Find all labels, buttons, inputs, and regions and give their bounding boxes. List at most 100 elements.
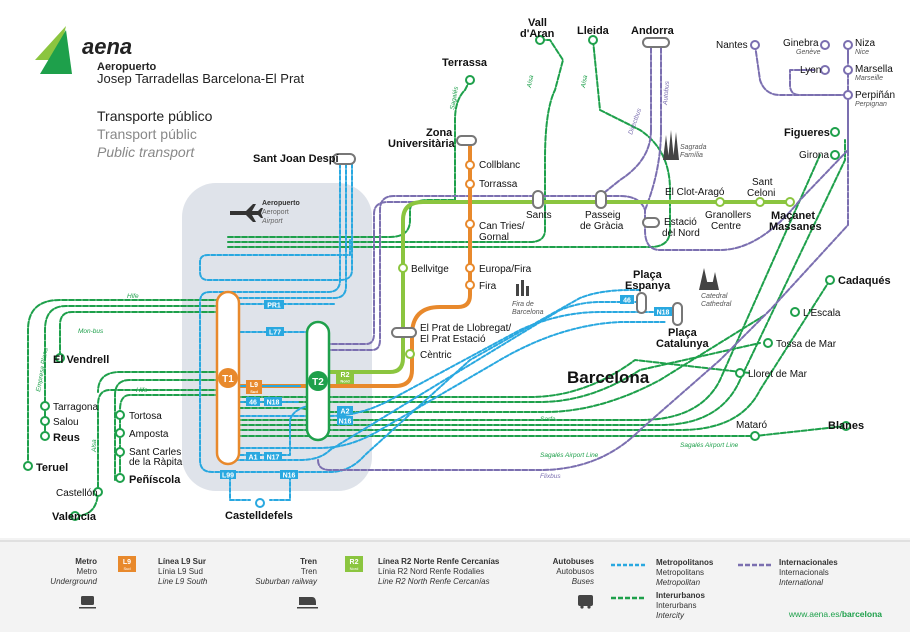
title-es: Transporte público	[97, 108, 213, 124]
station-castellon: Castellón	[56, 488, 98, 499]
station-bellvitge: Bellvitge	[411, 264, 449, 275]
legend-bus-en: Buses	[572, 577, 594, 586]
station-estacio-nord-2: del Nord	[662, 228, 700, 239]
badge-a1: A1	[246, 452, 260, 462]
station-fira-barcelona-2: Barcelona	[512, 309, 544, 316]
station-sants: Sants	[526, 210, 552, 221]
station-passeig-gracia-2: de Gràcia	[580, 221, 624, 232]
svg-text:46: 46	[623, 298, 631, 305]
route-sarfa: Sarfa	[540, 416, 556, 423]
station-sant-joan-despi: Sant Joan Despí	[253, 153, 340, 165]
legend-r2-ca: Línia R2 Nord Renfe Rodalies	[378, 567, 484, 576]
badge-a2: A2	[337, 406, 353, 416]
website-link[interactable]: www.aena.es/barcelona	[788, 609, 882, 619]
station-lleida: Lleida	[577, 25, 610, 37]
station-marseille: Marseille	[855, 75, 883, 82]
city-label: Barcelona	[567, 368, 650, 387]
station-mataro: Mataró	[736, 420, 768, 431]
legend: Metro Metro Underground L9 Sud Línea L9 …	[0, 538, 910, 632]
station-catedral-1: Catedral	[701, 293, 728, 300]
station-ginebra: Ginebra	[783, 38, 819, 49]
route-alsa-1: Alsa	[526, 74, 535, 89]
aena-logo	[35, 26, 72, 74]
station-castelldefels: Castelldefels	[225, 510, 293, 522]
legend-l9-ca: Línia L9 Sud	[158, 567, 203, 576]
station-fira: Fira	[479, 281, 497, 292]
legend-internacionales-en: International	[779, 578, 823, 587]
station-macanet-2: Massanes	[769, 221, 822, 233]
route-alsa-3: Alsa	[91, 439, 98, 453]
train-icon	[297, 597, 318, 609]
website-prefix: www.aena.es/	[788, 609, 843, 619]
legend-metropolitanos-en: Metropolitan	[656, 578, 701, 587]
legend-l9-badge-sub: Sud	[123, 566, 130, 571]
station-nice: Nice	[855, 49, 869, 56]
svg-text:A2: A2	[341, 409, 350, 416]
intercity-south-lines	[27, 299, 229, 517]
interchange-estacio-nord	[642, 217, 660, 228]
legend-metro-en: Underground	[50, 577, 97, 586]
station-cadaques: Cadaqués	[838, 275, 891, 287]
legend-l9-badge-text: L9	[123, 559, 131, 566]
route-sagales-1: Sagalés	[449, 85, 460, 110]
airport-line1: Aeropuerto	[97, 61, 157, 73]
route-sagales-airport-2: Sagalés Airport Line	[680, 442, 739, 449]
station-macanet-1: Maçanet	[771, 210, 815, 222]
svg-text:Nord: Nord	[340, 379, 350, 384]
station-catedral-2: Cathedral	[701, 301, 732, 308]
route-monbus: Mon-bus	[78, 328, 104, 335]
badge-n16b: N16	[280, 470, 298, 480]
station-dots	[23, 35, 853, 521]
station-el-prat-2: El Prat Estació	[420, 334, 486, 345]
station-terrassa: Terrassa	[442, 57, 488, 69]
route-hife-1: Hife	[127, 293, 139, 300]
legend-r2-es: Línea R2 Norte Renfe Cercanías	[378, 557, 500, 566]
legend-metro-ca: Metro	[77, 567, 98, 576]
legend-r2-badge: R2 Nord	[345, 556, 363, 572]
station-collblanc: Collblanc	[479, 160, 520, 171]
badge-n17: N17	[264, 452, 282, 462]
station-lescala: L'Escala	[803, 308, 841, 319]
route-sagales-airport-1: Sagalés Airport Line	[540, 452, 599, 459]
station-sant-carles-2: de la Ràpita	[129, 457, 183, 468]
interchange-sant-joan-despi	[332, 153, 356, 165]
cathedral-icon	[699, 268, 719, 290]
legend-metropolitanos-ca: Metropolitans	[656, 568, 704, 577]
title-ca: Transport públic	[97, 126, 197, 142]
station-centric: Cèntric	[420, 350, 452, 361]
interchange-andorra	[642, 37, 670, 48]
svg-text:N18: N18	[267, 400, 280, 407]
station-nantes: Nantes	[716, 40, 748, 51]
route-autobus: Autobus	[662, 80, 671, 106]
interchange-placa-catalunya	[672, 302, 683, 326]
legend-bg	[0, 538, 910, 632]
terminal-t1[interactable]: T1	[215, 290, 241, 466]
station-tossa: Tossa de Mar	[776, 339, 837, 350]
brand-name: aena	[82, 34, 132, 59]
airport-zone-title-ca: Aeroport	[262, 209, 289, 216]
svg-text:L99: L99	[222, 473, 234, 480]
route-alsa-2: Alsa	[580, 74, 589, 89]
station-granollers-2: Centre	[711, 221, 741, 232]
terminal-t2[interactable]: T2	[305, 320, 331, 442]
svg-text:L9: L9	[250, 382, 258, 389]
station-placa-espanya-1: Plaça	[633, 269, 663, 281]
station-passeig-gracia-1: Passeig	[585, 210, 621, 221]
interchanges	[332, 37, 683, 338]
bus-icon	[578, 595, 593, 609]
title-en: Public transport	[97, 144, 195, 160]
station-blanes: Blanes	[828, 420, 864, 432]
legend-bus-ca: Autobusos	[556, 567, 594, 576]
legend-r2-en: Line R2 North Renfe Cercanías	[378, 577, 490, 586]
airport-line2: Josep Tarradellas Barcelona-El Prat	[97, 71, 305, 86]
station-vall-daran-1: Vall	[528, 17, 547, 29]
station-europa-fira: Europa/Fira	[479, 264, 532, 275]
station-sant-celoni-2: Celoni	[747, 188, 775, 199]
legend-tren-en: Suburban railway	[255, 577, 318, 586]
interchange-el-prat	[391, 327, 417, 338]
international-lines	[317, 41, 849, 471]
legend-r2-badge-text: R2	[350, 559, 359, 566]
station-amposta: Amposta	[129, 429, 169, 440]
